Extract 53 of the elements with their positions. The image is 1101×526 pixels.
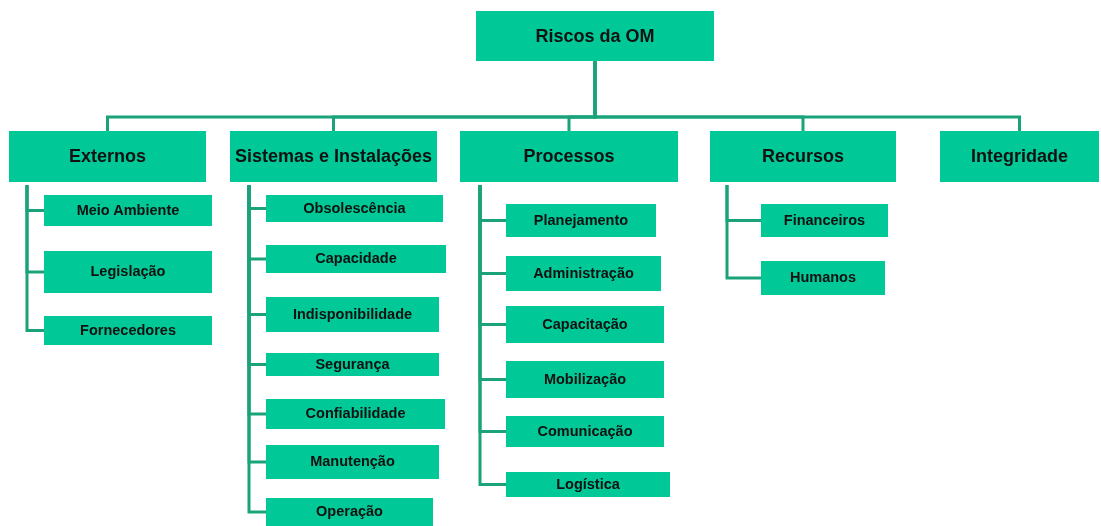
box-label: Meio Ambiente bbox=[76, 202, 180, 219]
box-label: Legislação bbox=[90, 264, 166, 280]
box-label: Segurança bbox=[315, 356, 390, 373]
connector-line bbox=[725, 185, 761, 280]
category-box bbox=[506, 361, 664, 398]
box-label: Indisponibilidade bbox=[292, 306, 413, 323]
connector-line bbox=[25, 185, 44, 332]
connector-line bbox=[593, 61, 1021, 131]
box-label: Sistemas e Instalações bbox=[234, 147, 433, 166]
box-label: Capacidade bbox=[315, 251, 397, 267]
category-box bbox=[761, 204, 888, 237]
category-box bbox=[476, 11, 714, 61]
category-box bbox=[266, 445, 439, 479]
category-box bbox=[761, 261, 885, 295]
category-box bbox=[266, 353, 439, 376]
category-box bbox=[940, 131, 1099, 182]
category-box bbox=[710, 131, 896, 182]
category-box bbox=[9, 131, 206, 182]
box-label: Administração bbox=[533, 265, 634, 282]
box-label: Fornecedores bbox=[80, 322, 176, 339]
box-label: Comunicação bbox=[537, 423, 633, 440]
box-label: Capacitação bbox=[542, 316, 628, 333]
category-box bbox=[266, 245, 446, 273]
category-box bbox=[460, 131, 678, 182]
box-label: Financeiros bbox=[783, 212, 866, 229]
category-box bbox=[44, 251, 212, 293]
category-box bbox=[266, 195, 443, 222]
box-label: Operação bbox=[316, 504, 383, 520]
box-label: Logística bbox=[556, 476, 620, 493]
category-box bbox=[506, 204, 656, 237]
connector-line bbox=[247, 185, 266, 514]
category-box bbox=[506, 472, 670, 497]
category-box bbox=[266, 498, 433, 526]
category-box bbox=[230, 131, 437, 182]
connector-line bbox=[478, 185, 506, 486]
box-label: Externos bbox=[69, 147, 146, 166]
category-box bbox=[44, 316, 212, 345]
box-label: Confiabilidade bbox=[305, 406, 406, 422]
box-label: Manutenção bbox=[310, 454, 395, 470]
box-label: Obsolescência bbox=[303, 200, 406, 217]
box-label: Recursos bbox=[761, 147, 844, 166]
category-box bbox=[506, 256, 661, 291]
category-box bbox=[506, 416, 664, 447]
category-box bbox=[266, 297, 439, 332]
box-label: Processos bbox=[523, 147, 615, 166]
box-label: Humanos bbox=[789, 270, 857, 286]
box-label: Planejamento bbox=[533, 212, 629, 229]
category-box bbox=[506, 306, 664, 343]
box-label: Integridade bbox=[971, 147, 1068, 166]
category-box bbox=[266, 399, 445, 429]
box-label: Mobilização bbox=[543, 371, 627, 388]
category-box bbox=[44, 195, 212, 226]
box-label: Riscos da OM bbox=[535, 26, 655, 46]
